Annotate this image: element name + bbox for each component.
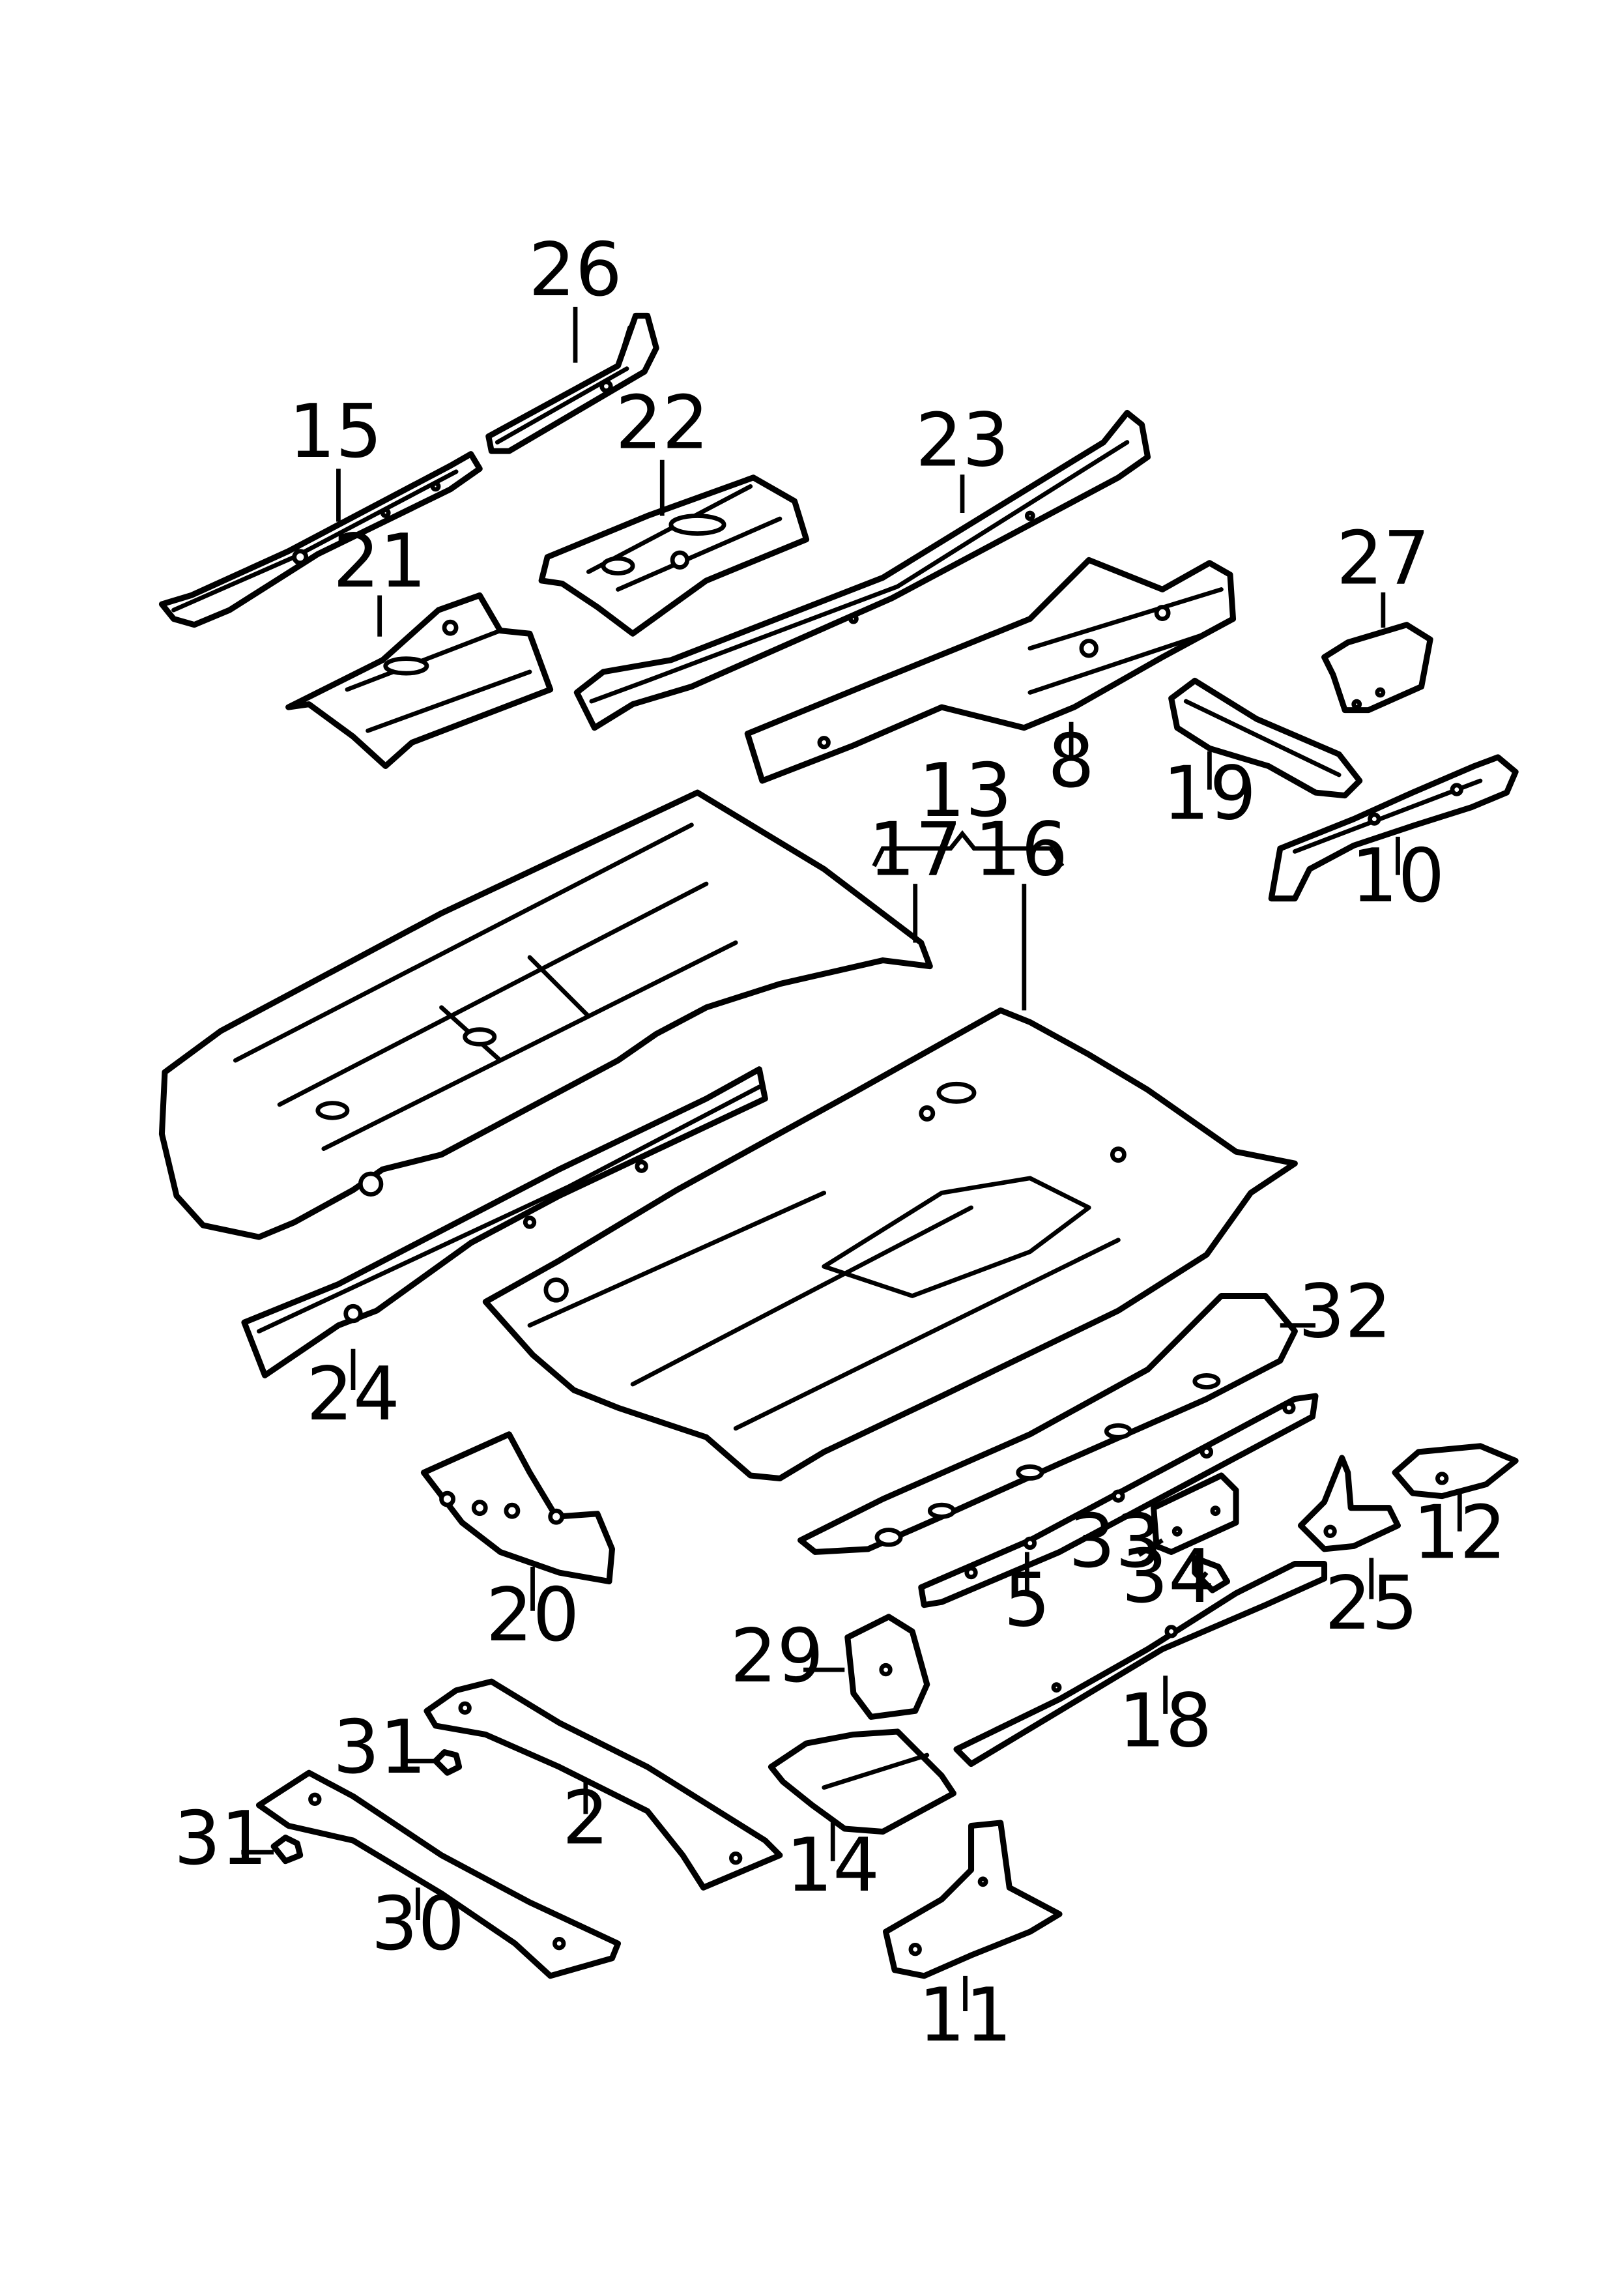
callout-16: 16 (974, 807, 1068, 893)
callout-23: 23 (915, 398, 1009, 484)
part-10 (1268, 754, 1519, 902)
part-31a (432, 1749, 463, 1776)
callout-31a: 31 (333, 1704, 427, 1790)
callout-21: 21 (333, 518, 427, 604)
part-26 (485, 312, 659, 454)
part-16 (482, 1007, 1298, 1482)
part-25 (1297, 1455, 1401, 1552)
part-29 (844, 1614, 930, 1720)
part-21 (285, 592, 554, 769)
callout-32: 32 (1298, 1269, 1392, 1355)
callout-30: 30 (371, 1881, 465, 1967)
part-5 (918, 1393, 1319, 1608)
callout-8: 8 (1048, 718, 1095, 804)
part-12 (1392, 1443, 1519, 1500)
part-30 (255, 1769, 622, 1979)
callout-33: 33 (1069, 1498, 1162, 1584)
part-15 (158, 451, 483, 628)
part-34 (1192, 1554, 1231, 1593)
callout-19: 19 (1163, 751, 1257, 837)
part-23 (573, 409, 1151, 731)
callout-27: 27 (1336, 515, 1430, 601)
callout-25: 25 (1325, 1560, 1418, 1646)
part-8 (744, 557, 1237, 784)
callout-17: 17 (869, 807, 962, 893)
part-27 (1321, 622, 1433, 714)
callout-12: 12 (1413, 1489, 1506, 1575)
part-18 (953, 1560, 1328, 1767)
callout-34: 34 (1121, 1533, 1215, 1620)
callout-20: 20 (486, 1572, 580, 1658)
callout-5: 5 (1003, 1557, 1050, 1643)
part-32 (797, 1292, 1298, 1555)
callout-26: 26 (528, 227, 622, 313)
part-24 (241, 1066, 768, 1378)
callout-10: 10 (1351, 833, 1445, 919)
leader-lines (241, 306, 1462, 2012)
callout-15: 15 (289, 388, 382, 474)
callout-11: 11 (919, 1972, 1013, 2058)
part-20 (420, 1431, 616, 1585)
callout-29: 29 (730, 1613, 824, 1699)
part-19 (1168, 677, 1363, 799)
callout-labels: 26 15 22 23 21 27 8 19 10 13 17 16 24 32… (174, 227, 1506, 2058)
callout-14: 14 (786, 1822, 880, 1908)
part-31b (270, 1835, 304, 1865)
part-14 (768, 1728, 956, 1835)
callout-13: 13 (919, 748, 1013, 834)
callout-2: 2 (562, 1775, 609, 1861)
part-17 (158, 789, 933, 1240)
callout-18: 18 (1119, 1678, 1213, 1764)
part-22 (538, 474, 810, 637)
part-2 (424, 1678, 783, 1891)
callout-22: 22 (615, 380, 709, 466)
part-11 (883, 1820, 1063, 1979)
callout-24: 24 (306, 1351, 400, 1437)
callout-31b: 31 (174, 1795, 268, 1882)
